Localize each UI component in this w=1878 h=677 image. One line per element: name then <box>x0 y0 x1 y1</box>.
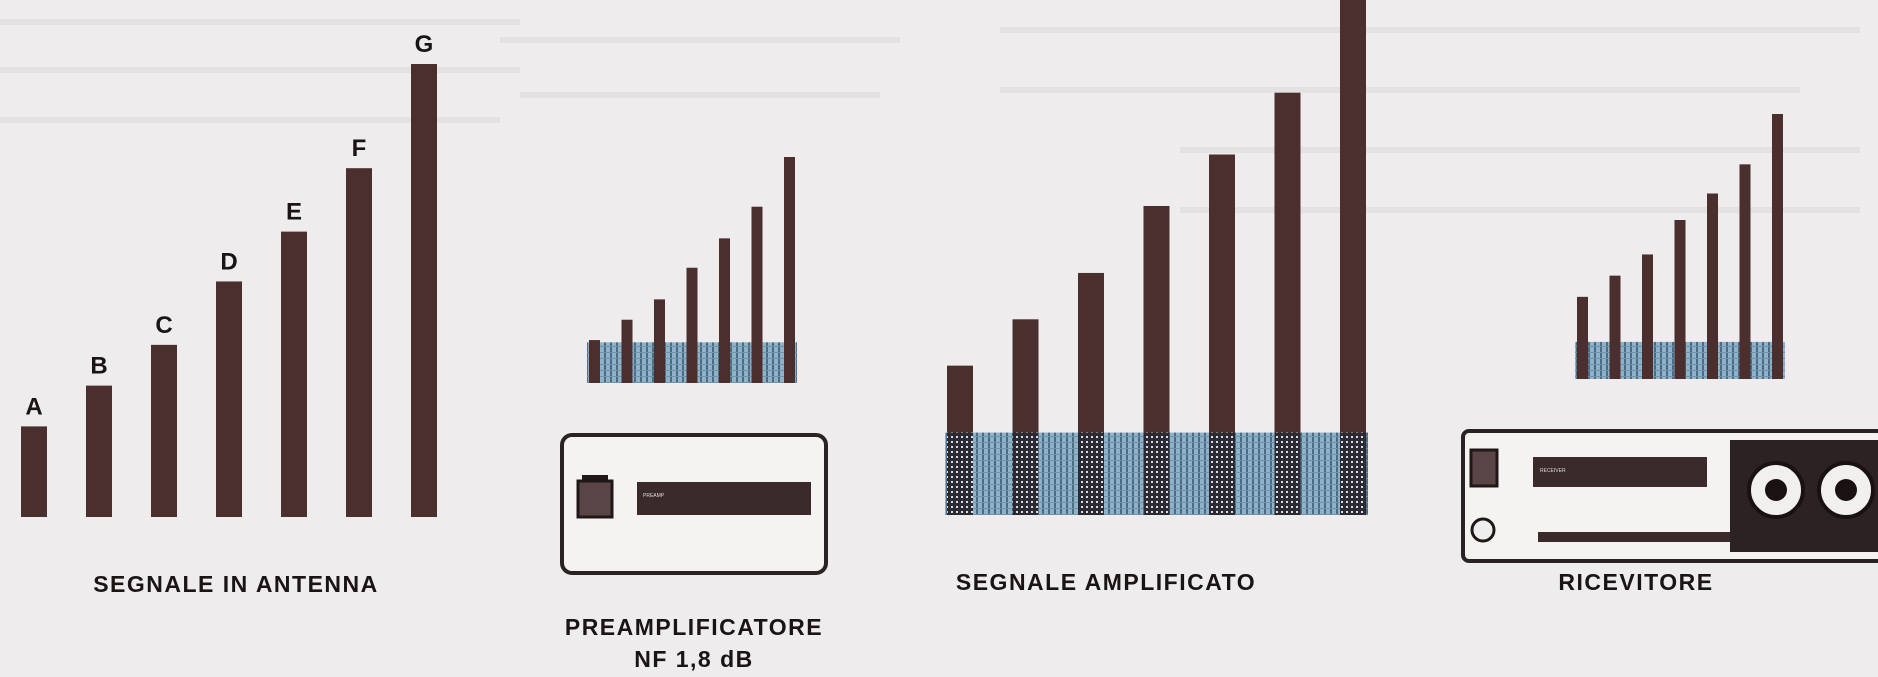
antenna-bar-label: B <box>90 353 107 380</box>
antenna-bar-label: C <box>155 312 172 339</box>
receiver-small-knob-icon <box>1470 517 1496 543</box>
antenna-bar <box>151 344 177 517</box>
preamplifier-device: PREAMP <box>560 433 828 575</box>
antenna-bar <box>346 168 372 517</box>
receiver-bar <box>1577 296 1588 379</box>
background-text-lines <box>0 19 1860 213</box>
preamplifier-caption-line2: NF 1,8 dB <box>634 646 754 672</box>
preamplifier-bar <box>751 206 763 383</box>
antenna-signal-caption: SEGNALE IN ANTENNA <box>93 571 379 597</box>
receiver-bar <box>1772 114 1783 379</box>
power-switch-icon <box>576 479 614 519</box>
antenna-signal-group: A B C D E F G <box>21 31 437 518</box>
preamplifier-bar <box>654 299 665 383</box>
antenna-bar <box>86 385 112 517</box>
receiver-display-panel <box>1533 457 1707 487</box>
preamplifier-signal-group <box>587 157 797 383</box>
antenna-bar-label: E <box>286 199 302 226</box>
preamplifier-display-panel <box>637 482 811 515</box>
amplified-bar-noise-segment <box>1340 432 1366 515</box>
antenna-bar <box>281 231 307 518</box>
receiver-caption: RICEVITORE <box>1558 569 1713 595</box>
preamplifier-bar <box>784 157 795 383</box>
receiver-device: RECEIVER <box>1461 429 1878 563</box>
amplified-bar-noise-segment <box>1209 432 1235 515</box>
receiver-power-switch-icon <box>1469 448 1499 488</box>
receiver-bar <box>1707 193 1718 379</box>
preamplifier-bar <box>719 238 730 383</box>
amplified-bar-noise-segment <box>1012 432 1039 515</box>
receiver-signal-group <box>1575 114 1785 379</box>
amplified-bar-noise-segment <box>1274 432 1301 515</box>
antenna-bar-label: A <box>25 393 42 420</box>
antenna-bar-label: G <box>415 31 434 58</box>
preamplifier-bar <box>621 319 633 383</box>
preamplifier-caption-line1: PREAMPLIFICATORE <box>565 614 823 640</box>
preamplifier-device-label: PREAMP <box>643 493 665 499</box>
preamplifier-badge <box>582 475 608 481</box>
receiver-bar <box>1739 164 1751 379</box>
amplified-signal-caption: SEGNALE AMPLIFICATO <box>956 569 1256 595</box>
antenna-bar <box>216 281 242 517</box>
antenna-bar-label: D <box>220 248 237 275</box>
amplified-bar-noise-segment <box>1143 432 1170 515</box>
antenna-bar <box>21 426 47 517</box>
receiver-bar <box>1642 254 1653 379</box>
amplified-signal-group <box>945 0 1368 515</box>
receiver-device-label: RECEIVER <box>1540 468 1566 474</box>
receiver-bar <box>1674 220 1686 379</box>
antenna-bar <box>411 64 437 517</box>
receiver-bar <box>1609 275 1621 379</box>
preamplifier-bar <box>589 340 600 383</box>
amplified-bar-noise-segment <box>947 432 973 515</box>
antenna-bar-label: F <box>352 135 367 162</box>
receiver-scale-strip <box>1538 532 1748 542</box>
preamplifier-bar <box>686 267 698 383</box>
amplified-bar-noise-segment <box>1078 432 1104 515</box>
amplified-bar <box>1340 0 1366 515</box>
